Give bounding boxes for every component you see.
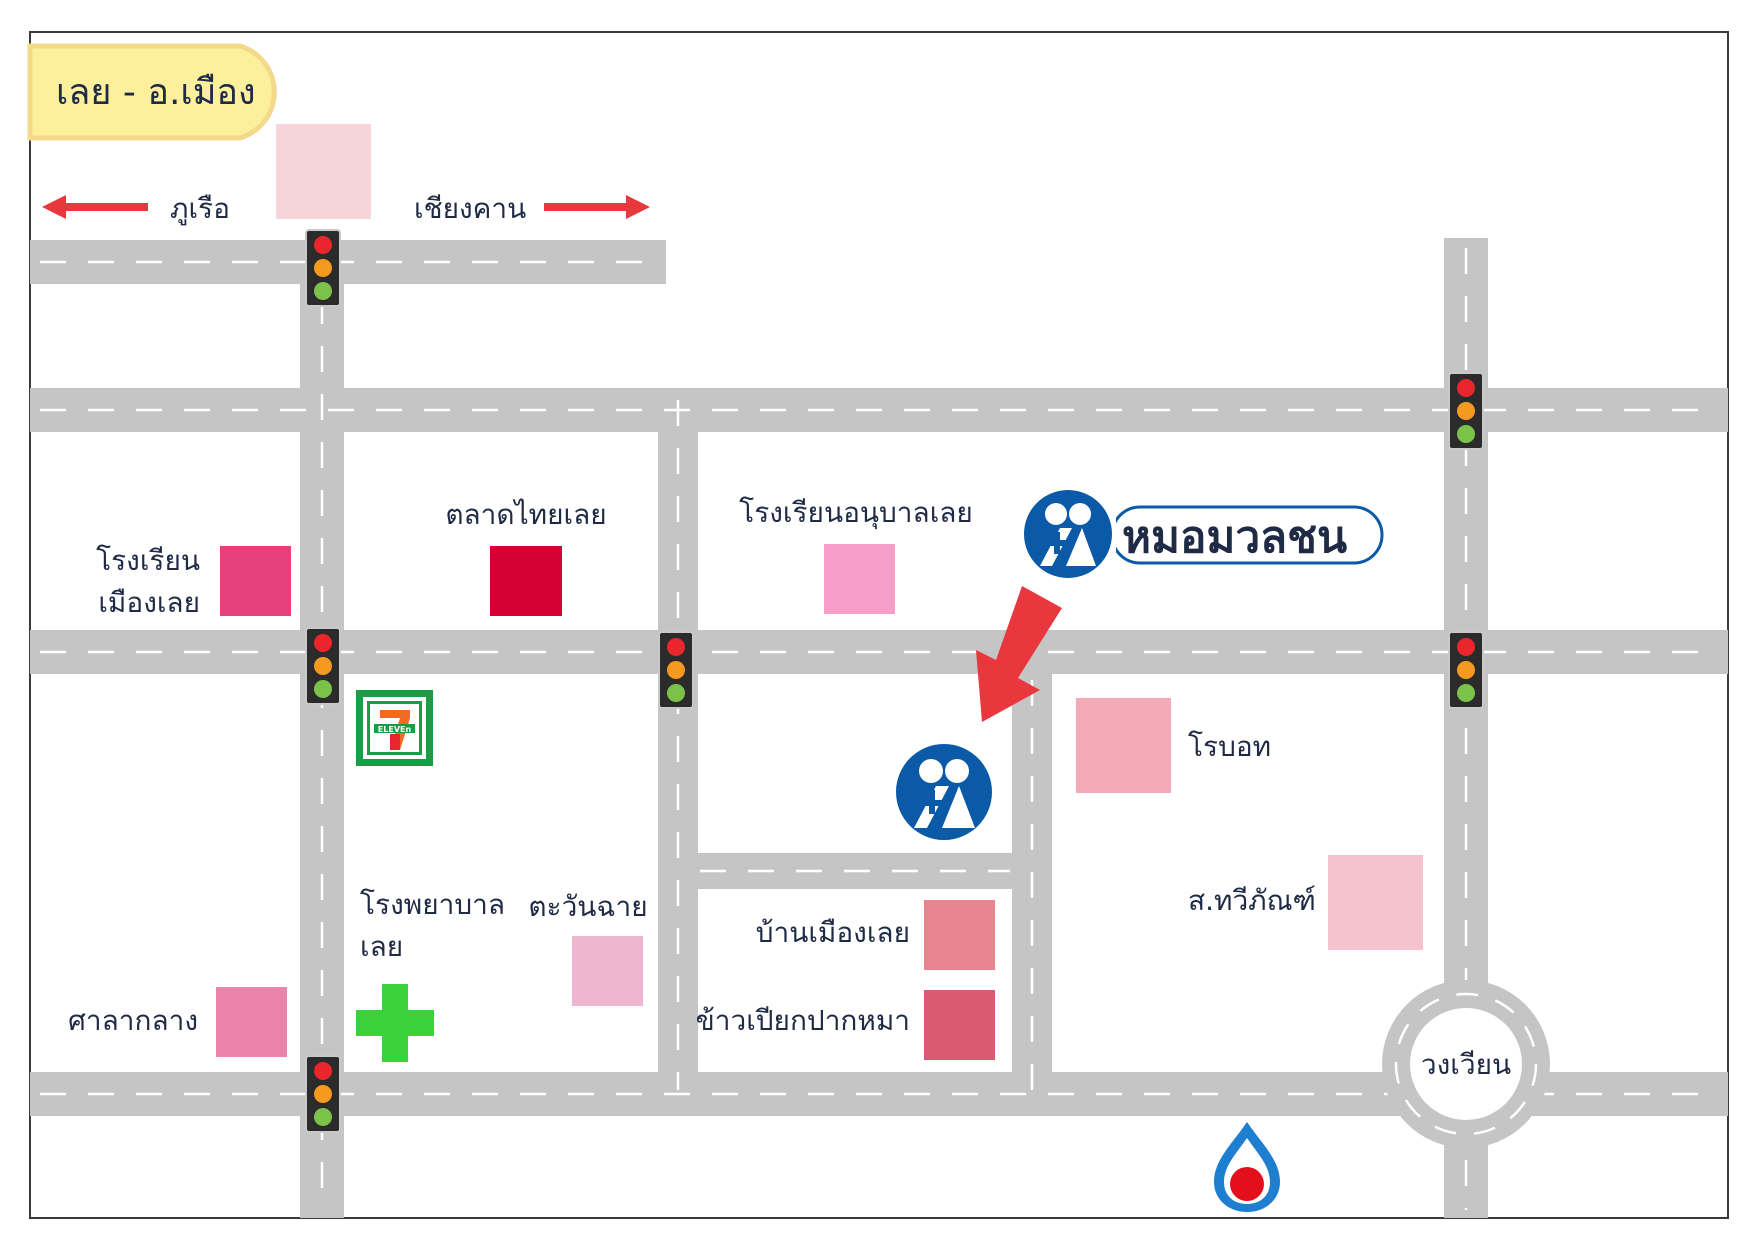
svg-text:ตะวันฉาย: ตะวันฉาย [528,890,647,923]
landmark-robinson: โรบอท [1076,698,1271,793]
landmark-school-muang-loei: โรงเรียน เมืองเลย [96,544,291,619]
traffic-light-3 [305,1055,341,1133]
svg-text:เมืองเลย: เมืองเลย [98,586,200,619]
svg-text:ตลาดไทยเลย: ตลาดไทยเลย [445,498,606,531]
traffic-light-6 [1448,631,1484,709]
seven-eleven-text: ELEVEn [378,725,412,734]
landmark-block [490,546,562,616]
svg-text:บ้านเมืองเลย: บ้านเมืองเลย [756,916,910,949]
landmark-ban-muang-loei: บ้านเมืองเลย [756,900,995,970]
arrow-right-icon [544,195,650,219]
svg-text:เลย: เลย [360,930,403,963]
arrow-left-icon [42,195,148,219]
landmark-sor-tawee: ส.ทวีภัณฑ์ [1188,855,1423,950]
map-title: เลย - อ.เมือง [56,72,256,113]
clinic-location-marker-icon [896,744,992,840]
traffic-light-2 [305,627,341,705]
landmark-sala-klang: ศาลากลาง [68,987,287,1057]
landmark-block [220,546,291,616]
landmark-hospital: โรงพยาบาล เลย [360,888,505,963]
roundabout-label: วงเวียน [1421,1048,1511,1081]
svg-text:โรงพยาบาล: โรงพยาบาล [360,888,505,921]
landmark-block [1076,698,1171,793]
landmark-block [924,900,995,970]
direction-right-label: เชียงคาน [414,192,526,225]
svg-text:โรงเรียน: โรงเรียน [96,544,200,577]
location-arrow-icon [976,586,1062,722]
landmark-kindergarten: โรงเรียนอนุบาลเลย [739,496,973,614]
svg-text:ศาลากลาง: ศาลากลาง [68,1004,198,1037]
map-title-tab: เลย - อ.เมือง [27,43,277,141]
landmark-block [1328,855,1423,950]
direction-left-label: ภูเรือ [170,192,230,226]
traffic-light-4 [658,631,694,709]
svg-text:โรงเรียนอนุบาลเลย: โรงเรียนอนุบาลเลย [739,496,973,530]
seven-eleven-icon: ELEVEn [356,690,433,766]
landmark-talad-thai-loei: ตลาดไทยเลย [445,498,607,616]
roundabout: วงเวียน [1382,980,1550,1148]
svg-text:โรบอท: โรบอท [1188,730,1271,763]
landmark-tawan-chai: ตะวันฉาย [528,890,648,1006]
landmark-block [572,936,643,1006]
traffic-light-1 [305,229,341,307]
landmark-block [824,544,895,614]
svg-text:ข้าวเปียกปากหมา: ข้าวเปียกปากหมา [696,1004,910,1037]
svg-text:ส.ทวีภัณฑ์: ส.ทวีภัณฑ์ [1188,884,1316,917]
traffic-light-5 [1448,372,1484,450]
direction-left: ภูเรือ [42,192,230,226]
landmark-block [924,990,995,1060]
landmark-block-top [276,124,371,219]
brand-logo-icon [1024,490,1112,578]
gas-station-icon [1214,1122,1280,1212]
brand-badge: หมอมวลชน [1024,490,1384,578]
landmark-block [216,987,287,1057]
brand-name: หมอมวลชน [1122,512,1347,563]
direction-right: เชียงคาน [414,192,650,225]
landmark-khao-piak: ข้าวเปียกปากหมา [696,990,995,1060]
pharmacy-cross-icon [356,984,434,1062]
